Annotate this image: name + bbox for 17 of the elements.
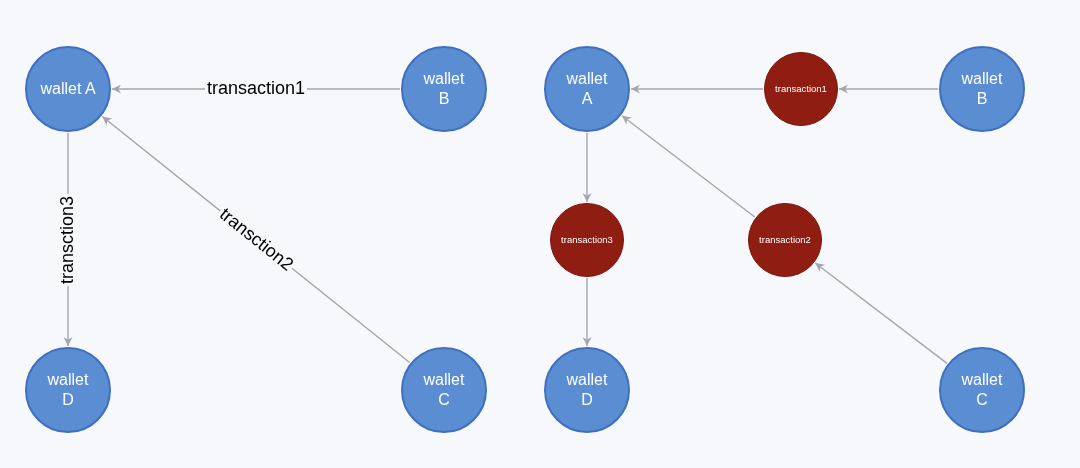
arrow <box>838 84 939 94</box>
node-label: transaction3 <box>561 234 613 246</box>
node-label: transaction2 <box>759 234 811 246</box>
node-label: transaction1 <box>775 83 827 95</box>
node-label: wallet D <box>565 370 609 410</box>
arrow <box>582 132 592 203</box>
node-label: wallet A <box>40 79 96 99</box>
arrow <box>814 262 948 365</box>
node-label: wallet C <box>960 370 1004 410</box>
arrow <box>582 277 592 347</box>
arrow <box>621 115 756 218</box>
arrow <box>630 84 764 94</box>
node-label: wallet B <box>960 69 1004 109</box>
node-label: wallet A <box>565 69 609 109</box>
node-label: wallet D <box>46 370 90 410</box>
node-label: wallet C <box>422 370 466 410</box>
node-label: wallet B <box>422 69 466 109</box>
